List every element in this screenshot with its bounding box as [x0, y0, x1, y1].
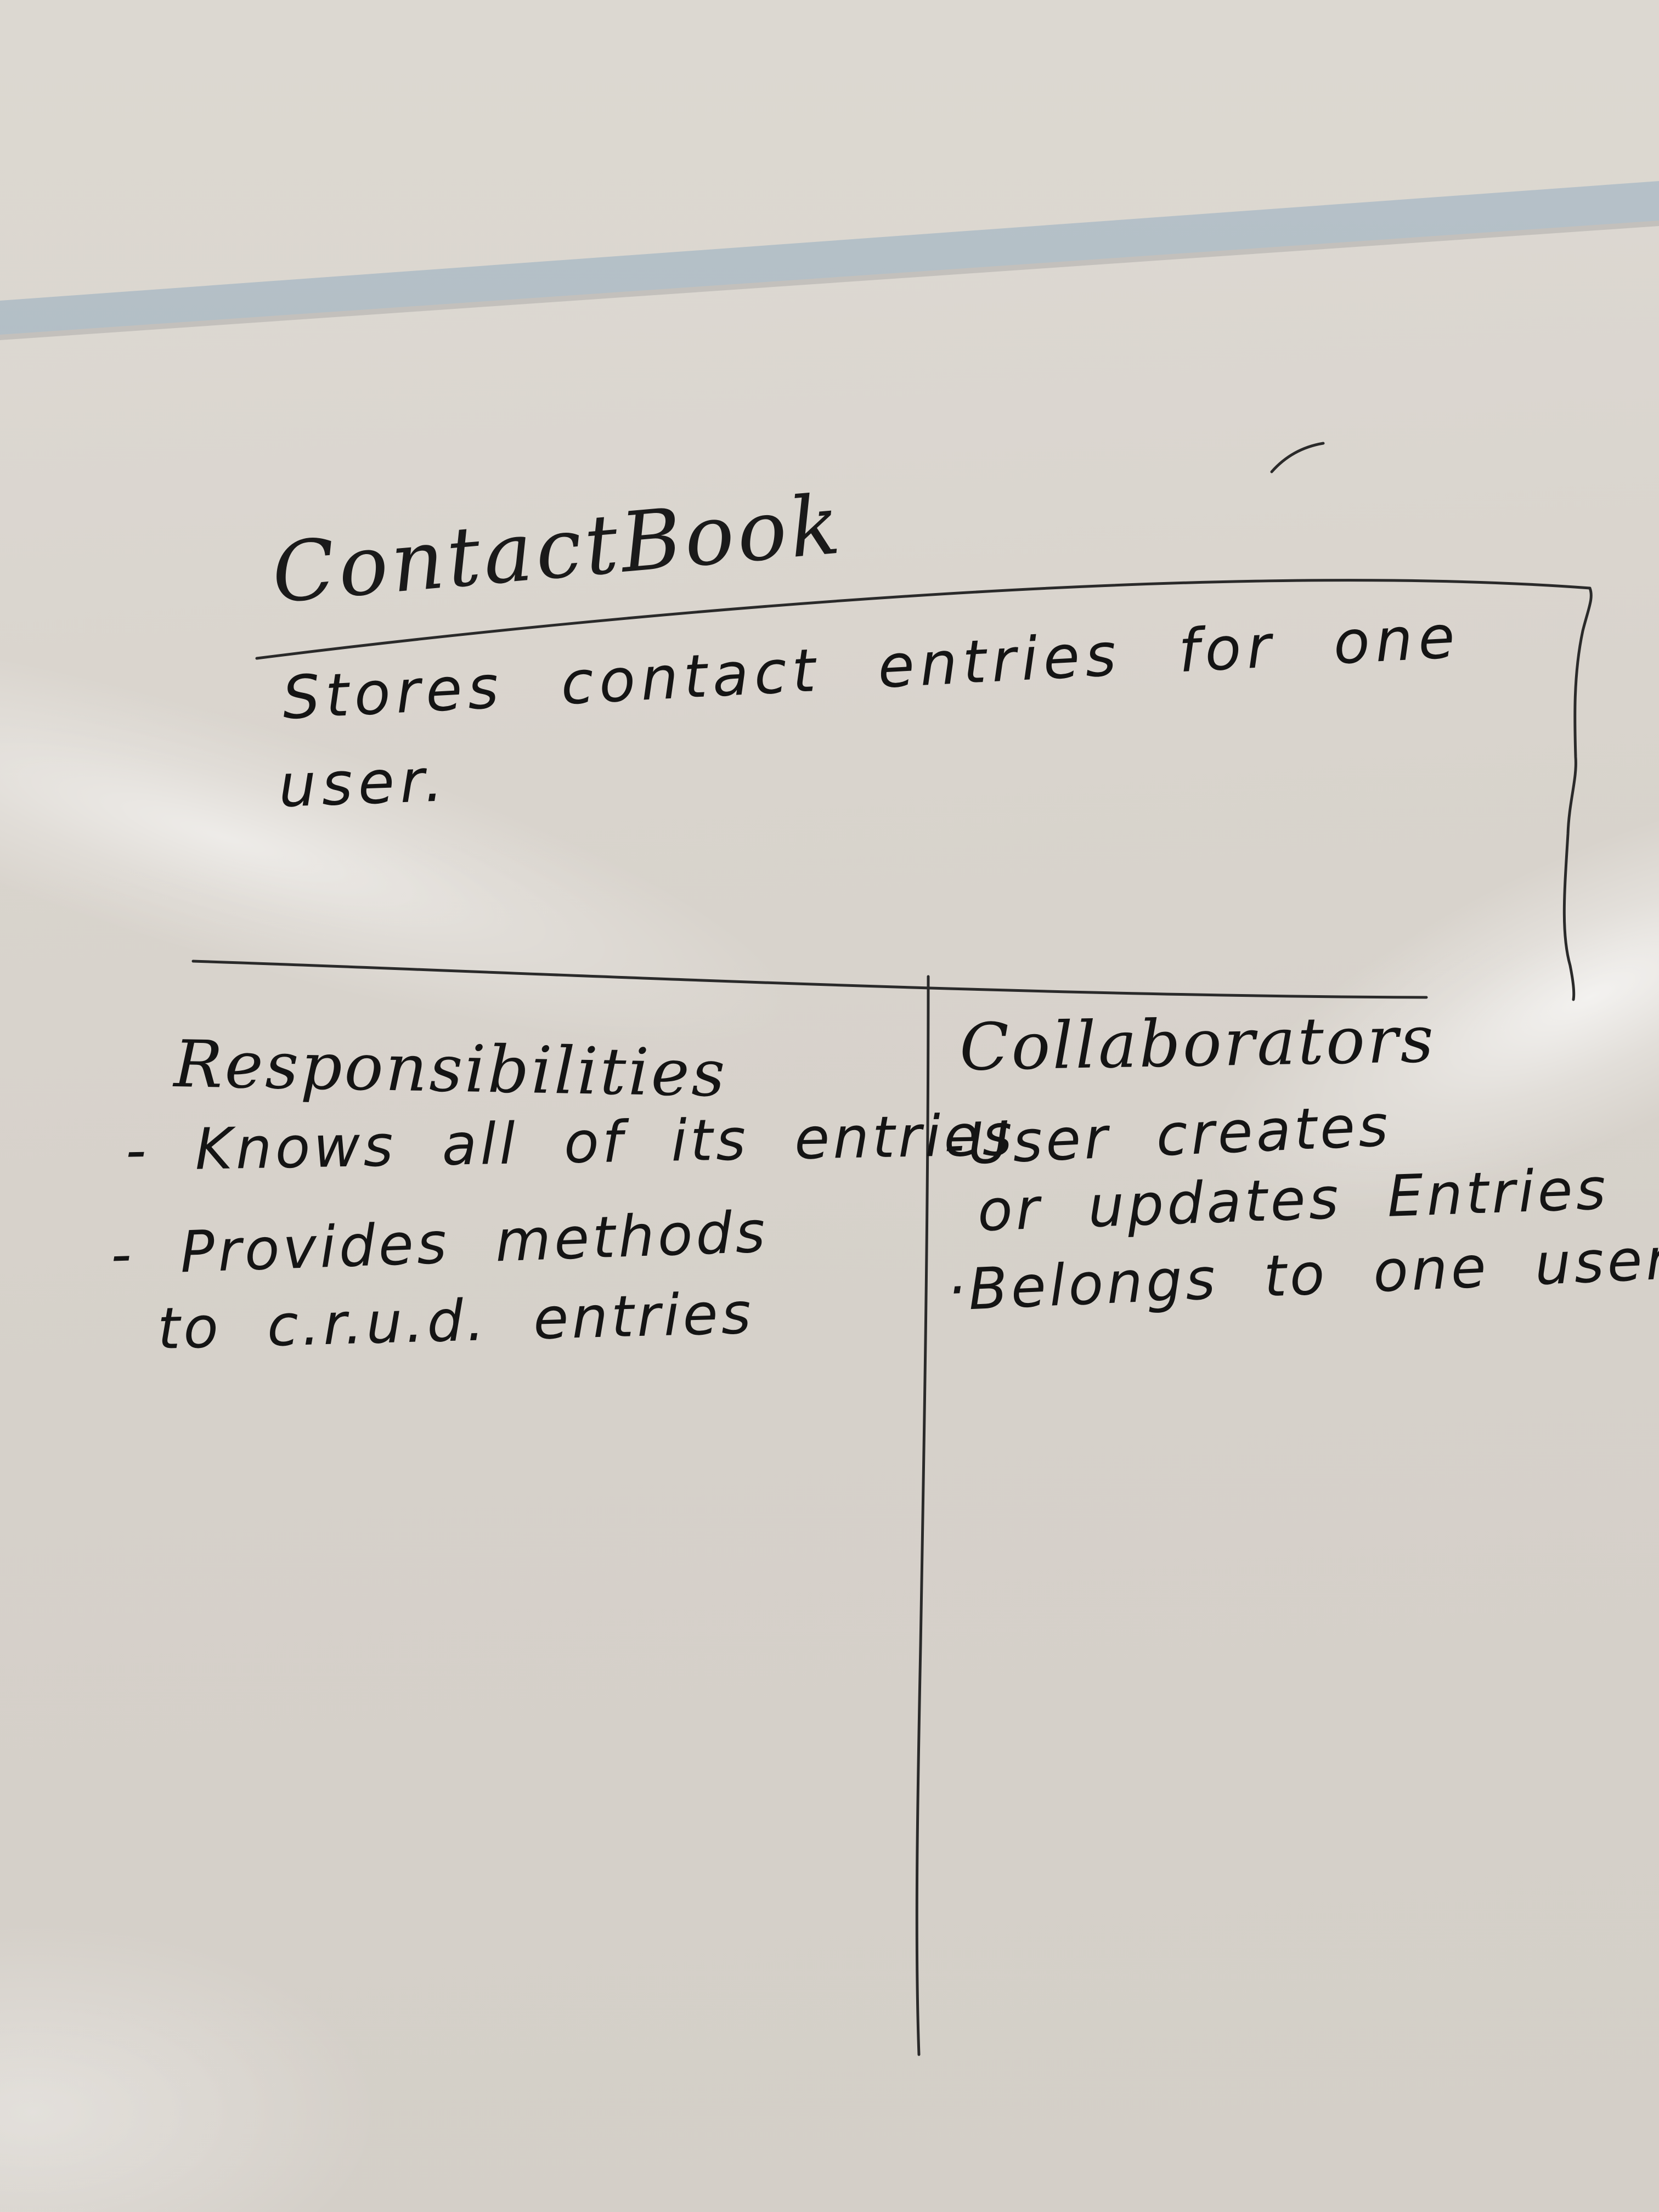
- collaborator-item-3: ·Belongs to one user: [945, 1225, 1659, 1324]
- description-line-2: user.: [277, 746, 450, 821]
- column-divider: [915, 975, 930, 2056]
- stray-mark: [1270, 442, 1325, 473]
- responsibility-item-3: to c.r.u.d. entries: [156, 1279, 755, 1362]
- title-underline: [255, 579, 1592, 660]
- responsibilities-heading: Responsibilities: [173, 1026, 728, 1111]
- section-divider: [191, 960, 1428, 999]
- light-glare: [0, 1920, 384, 2212]
- collaborators-heading: Collaborators: [958, 1001, 1437, 1085]
- responsibility-item-1: - Knows all of its entries: [125, 1101, 1016, 1184]
- description-line-1: Stores contact entries for one: [280, 602, 1462, 733]
- collaborator-item-1: -User creates: [942, 1092, 1393, 1178]
- card-right-border: [1562, 586, 1593, 1001]
- class-name: ContactBook: [268, 477, 847, 622]
- responsibility-item-2: - Provides methods: [109, 1198, 770, 1288]
